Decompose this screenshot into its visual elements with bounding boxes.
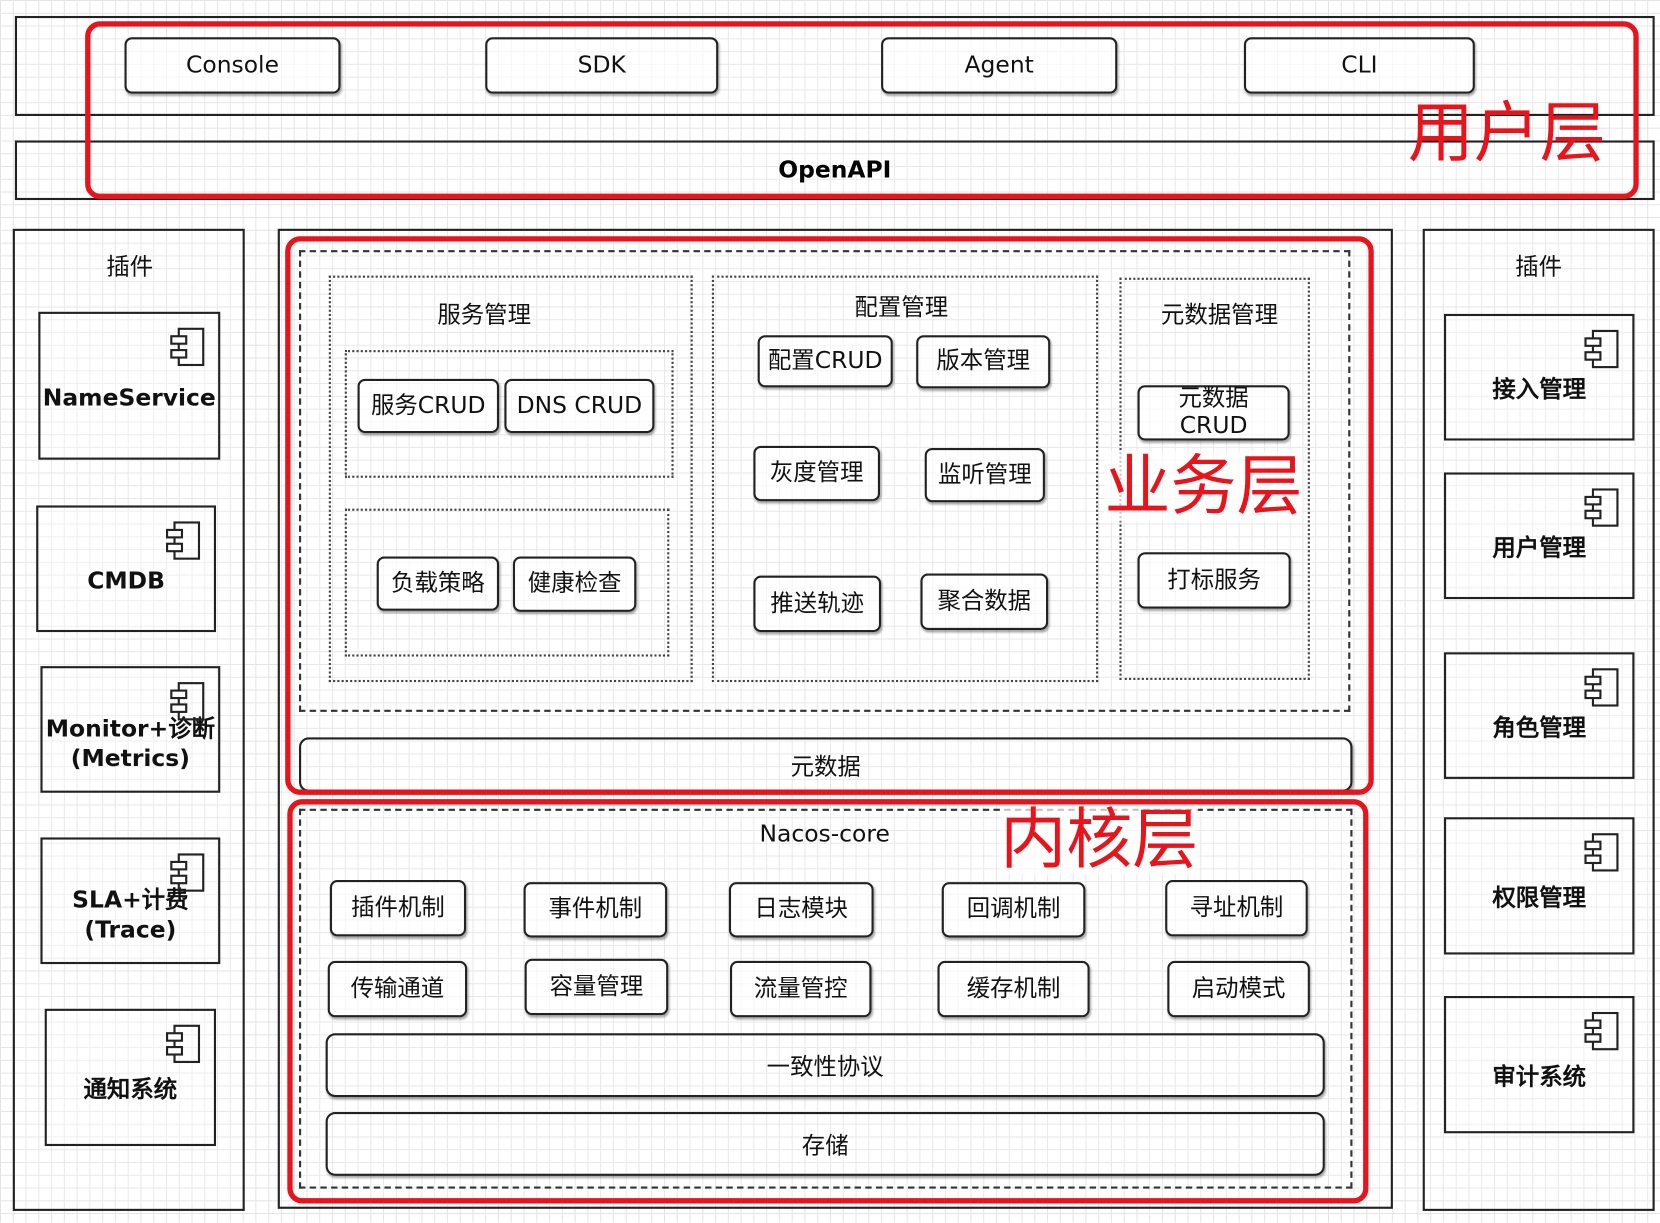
plugin-label: 用户管理 <box>1492 534 1587 562</box>
metadata-mgmt-title: 元数据管理 <box>1160 302 1278 329</box>
plugin-mechanism: 插件机制 <box>329 880 467 937</box>
service-mgmt-title: 服务管理 <box>437 302 531 329</box>
plugin-cmdb: CMDB <box>36 505 217 633</box>
right-plugins-panel <box>1422 228 1655 1211</box>
version-mgmt: 版本管理 <box>916 335 1051 389</box>
plugin-permission-mgmt: 权限管理 <box>1443 817 1635 955</box>
plugin-monitor: Monitor+诊断 (Metrics) <box>40 666 221 793</box>
plugin-label: Monitor+诊断 (Metrics) <box>45 715 216 773</box>
user-layer-highlight <box>85 21 1639 199</box>
agent-box: Agent <box>881 37 1118 94</box>
right-plugins-title: 插件 <box>1515 254 1563 281</box>
plugin-label: 接入管理 <box>1492 376 1587 403</box>
component-icon <box>170 327 205 367</box>
startup-mode: 启动模式 <box>1167 960 1310 1018</box>
nacos-core-title: Nacos-core <box>759 821 890 849</box>
plugin-label: 权限管理 <box>1492 884 1587 912</box>
business-modules-container <box>299 250 1351 712</box>
gray-release-mgmt: 灰度管理 <box>753 445 881 502</box>
component-icon <box>1584 1011 1619 1051</box>
service-health-group <box>344 508 670 657</box>
listener-mgmt: 监听管理 <box>924 447 1045 503</box>
config-mgmt-title: 配置管理 <box>854 294 949 322</box>
left-plugins-panel <box>12 228 245 1211</box>
load-balance-strategy: 负载策略 <box>376 556 500 611</box>
plugin-sla: SLA+计费 (Trace) <box>40 837 221 965</box>
plugin-role-mgmt: 角色管理 <box>1443 652 1635 779</box>
health-check: 健康检查 <box>512 556 637 612</box>
openapi-bar: OpenAPI <box>14 140 1655 201</box>
callback-mechanism: 回调机制 <box>941 882 1086 938</box>
log-module: 日志模块 <box>728 882 874 938</box>
plugin-label: NameService <box>42 384 216 412</box>
component-icon <box>1584 668 1619 707</box>
component-icon <box>1584 488 1619 527</box>
plugin-access-mgmt: 接入管理 <box>1443 313 1635 441</box>
kernel-layer-highlight <box>287 799 1369 1204</box>
service-mgmt-group <box>328 275 693 683</box>
left-plugins-title: 插件 <box>106 254 154 281</box>
traffic-control: 流量管控 <box>729 960 872 1018</box>
aggregate-data: 聚合数据 <box>920 573 1049 630</box>
transport-channel: 传输通道 <box>327 960 468 1018</box>
plugin-label: CMDB <box>87 567 165 595</box>
plugin-notification: 通知系统 <box>44 1008 217 1147</box>
plugin-label: 通知系统 <box>83 1076 178 1103</box>
component-icon <box>1584 329 1619 369</box>
tagging-service: 打标服务 <box>1137 552 1291 609</box>
push-trace: 推送轨迹 <box>753 575 882 633</box>
plugin-label: 审计系统 <box>1492 1063 1587 1091</box>
service-crud: 服务CRUD <box>357 378 500 434</box>
component-icon <box>1584 833 1619 872</box>
console-box: Console <box>124 37 341 94</box>
capacity-mgmt: 容量管理 <box>524 958 669 1016</box>
consistency-protocol-bar: 一致性协议 <box>325 1033 1325 1098</box>
nacos-core-container <box>299 808 1353 1189</box>
component-icon <box>165 1024 201 1064</box>
business-layer-highlight <box>285 236 1374 795</box>
service-crud-group <box>344 350 674 478</box>
cache-mechanism: 缓存机制 <box>937 960 1090 1018</box>
kernel-layer-label: 内核层 <box>1000 800 1199 878</box>
plugin-audit: 审计系统 <box>1443 995 1635 1134</box>
plugin-label: SLA+计费 (Trace) <box>72 886 189 944</box>
addressing-mechanism: 寻址机制 <box>1165 880 1308 937</box>
business-layer-label: 业务层 <box>1104 446 1303 525</box>
dns-crud: DNS CRUD <box>504 378 655 434</box>
config-crud: 配置CRUD <box>757 335 893 388</box>
component-icon <box>170 853 205 892</box>
component-icon <box>170 682 205 721</box>
sdk-box: SDK <box>485 37 719 94</box>
component-icon <box>165 521 201 560</box>
plugin-label: 角色管理 <box>1492 714 1587 742</box>
metadata-crud: 元数据 CRUD <box>1137 385 1290 441</box>
plugin-nameservice: NameService <box>38 311 221 460</box>
event-mechanism: 事件机制 <box>523 882 668 938</box>
plugin-user-mgmt: 用户管理 <box>1443 472 1635 600</box>
cli-box: CLI <box>1243 37 1475 94</box>
storage-bar: 存储 <box>325 1111 1325 1176</box>
config-mgmt-group <box>711 275 1099 683</box>
user-layer-label: 用户层 <box>1407 93 1606 172</box>
